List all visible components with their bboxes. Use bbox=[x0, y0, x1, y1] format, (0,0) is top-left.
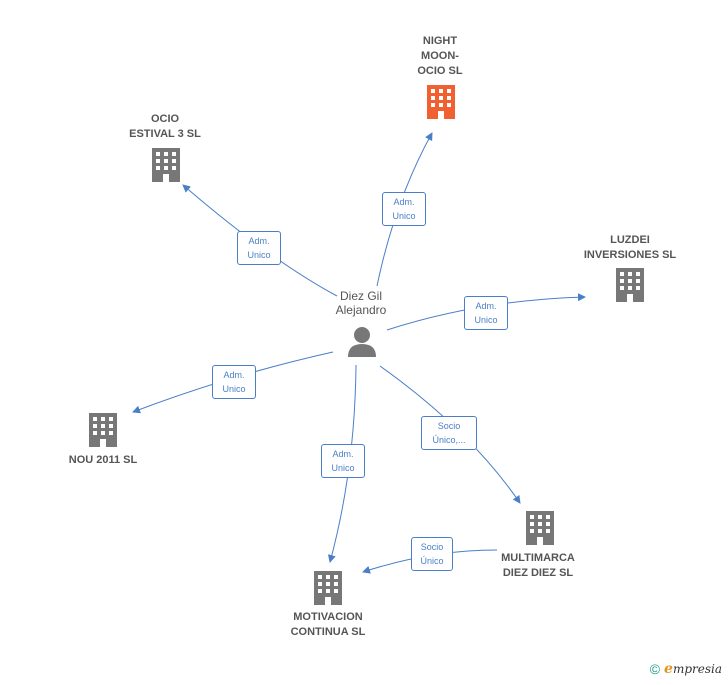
company-label-line: MULTIMARCA bbox=[501, 552, 575, 564]
edge-label-line: Adm. bbox=[393, 197, 415, 207]
building-icon-motivacion[interactable] bbox=[314, 571, 342, 605]
edge-label-motivacion[interactable]: Adm. Unico bbox=[321, 444, 365, 478]
building-icon-multimarca[interactable] bbox=[526, 511, 554, 545]
edge-label-multimarca[interactable]: Socio Único,... bbox=[421, 416, 477, 450]
company-label-line: OCIO bbox=[150, 113, 180, 125]
company-label-ocio-estival[interactable]: OCIO ESTIVAL 3 SL bbox=[115, 112, 215, 142]
edge-label-line: Unico bbox=[222, 384, 246, 394]
building-icon-ocio-estival[interactable] bbox=[152, 148, 180, 182]
edge-label-line: Único bbox=[420, 556, 444, 566]
company-label-line: DIEZ DIEZ SL bbox=[502, 567, 574, 579]
company-label-multimarca[interactable]: MULTIMARCA DIEZ DIEZ SL bbox=[483, 551, 593, 581]
company-label-line: OCIO SL bbox=[417, 65, 463, 77]
company-label-line: ESTIVAL 3 SL bbox=[129, 128, 201, 140]
company-label-line: CONTINUA SL bbox=[290, 626, 366, 638]
edge-label-line: Adm. bbox=[248, 236, 270, 246]
company-label-line: MOON- bbox=[421, 50, 459, 62]
company-label-line: NOU 2011 SL bbox=[68, 454, 138, 466]
edge-label-line: Unico bbox=[331, 463, 355, 473]
company-label-motivacion[interactable]: MOTIVACION CONTINUA SL bbox=[273, 610, 383, 640]
copyright-icon: © bbox=[649, 661, 661, 677]
company-label-line: INVERSIONES SL bbox=[583, 249, 677, 261]
company-label-line: NIGHT bbox=[422, 35, 458, 47]
edge-label-ocio-estival[interactable]: Adm. Unico bbox=[237, 231, 281, 265]
edge-label-luzdei[interactable]: Adm. Unico bbox=[464, 296, 508, 330]
person-label-line-2: Alejandro bbox=[335, 303, 387, 317]
company-label-night-moon[interactable]: NIGHT MOON- OCIO SL bbox=[400, 34, 480, 79]
company-label-nou-2011[interactable]: NOU 2011 SL bbox=[43, 453, 163, 468]
company-label-line: MOTIVACION bbox=[293, 611, 363, 623]
footer-brand[interactable]: © empresia bbox=[650, 661, 722, 677]
edge-label-night-moon[interactable]: Adm. Unico bbox=[382, 192, 426, 226]
company-label-line: LUZDEI bbox=[610, 234, 650, 246]
person-label-line-1: Diez Gil bbox=[339, 289, 382, 303]
edge-label-line: Adm. bbox=[223, 370, 245, 380]
edge-label-line: Unico bbox=[392, 211, 416, 221]
edge-label-line: Socio bbox=[437, 421, 461, 431]
brand-initial: e bbox=[664, 661, 673, 677]
company-label-luzdei[interactable]: LUZDEI INVERSIONES SL bbox=[570, 233, 690, 263]
brand-logo: empresia bbox=[664, 661, 722, 677]
building-icon-luzdei[interactable] bbox=[616, 268, 644, 302]
person-icon[interactable] bbox=[348, 327, 376, 357]
edge-label-line: Unico bbox=[247, 250, 271, 260]
building-icon-nou-2011[interactable] bbox=[89, 413, 117, 447]
edge-label-line: Adm. bbox=[332, 449, 354, 459]
edge-label-line: Unico bbox=[474, 315, 498, 325]
edge-label-line: Socio bbox=[420, 542, 444, 552]
person-label[interactable]: Diez Gil Alejandro bbox=[320, 289, 402, 317]
edge-label-line: Adm. bbox=[475, 301, 497, 311]
edge-label-line: Único,... bbox=[432, 435, 466, 445]
brand-name: mpresia bbox=[672, 662, 722, 676]
edge-label-nou-2011[interactable]: Adm. Unico bbox=[212, 365, 256, 399]
edge-label-multimarca-motivacion[interactable]: Socio Único bbox=[411, 537, 453, 571]
building-icon-night-moon[interactable] bbox=[427, 85, 455, 119]
